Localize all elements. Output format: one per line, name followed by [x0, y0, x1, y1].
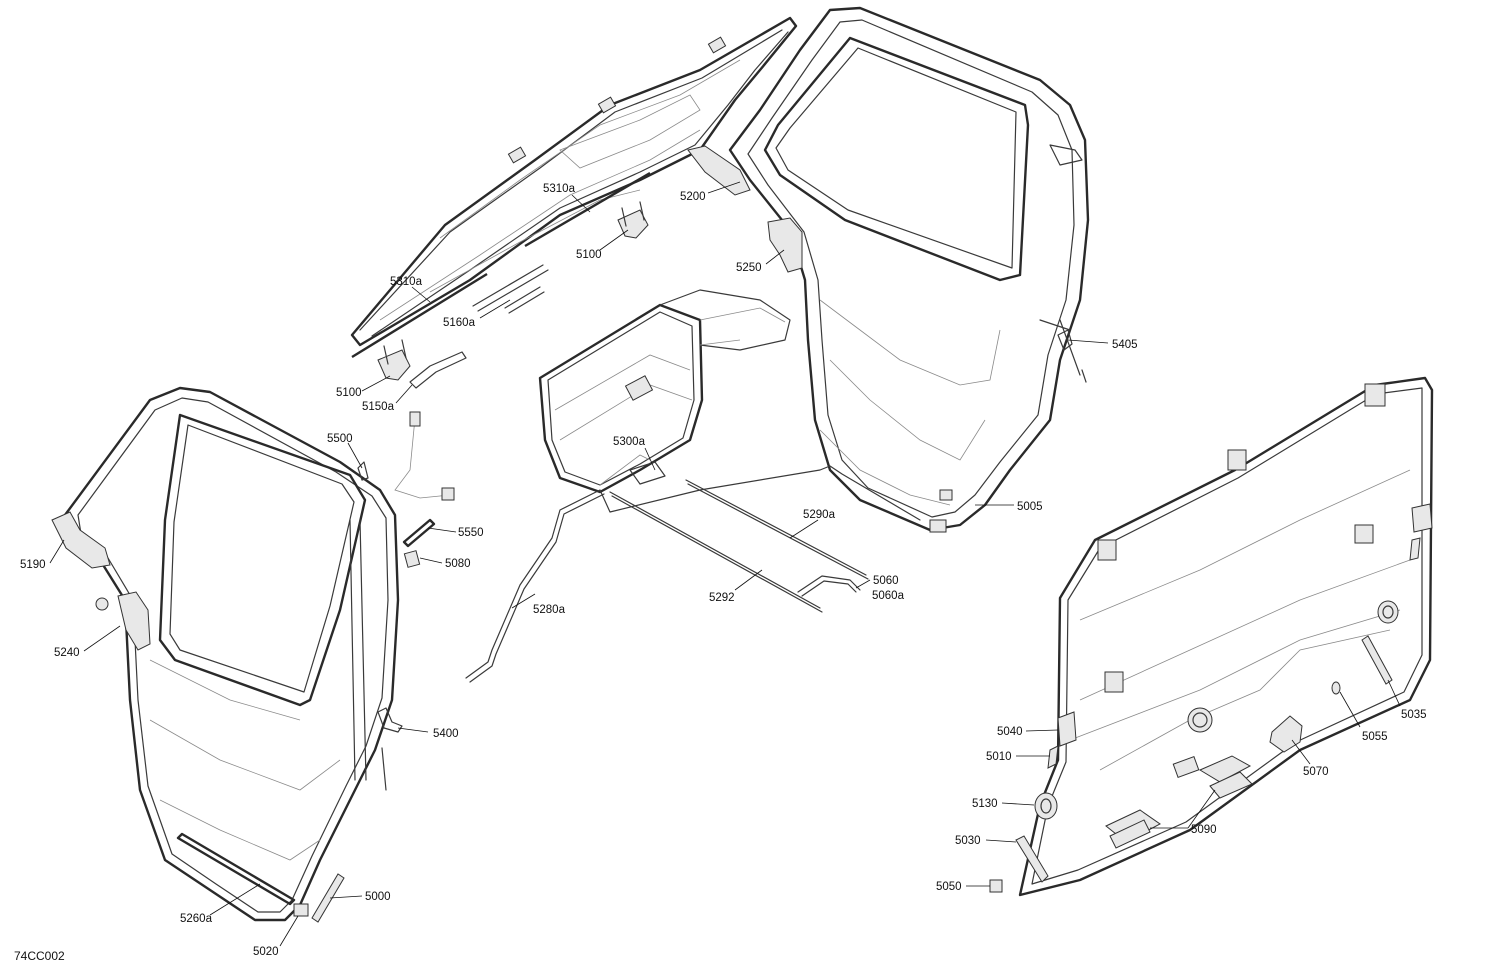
- hinge-5190: [51, 511, 111, 569]
- callout-5130: 5130: [972, 798, 998, 810]
- bumper-5050: [989, 879, 1003, 893]
- pad-5040: [1057, 711, 1077, 747]
- right-door-assembly: [728, 6, 1090, 533]
- clip-5010: [1047, 745, 1059, 769]
- callout-5090: 5090: [1191, 824, 1217, 836]
- callout-5035: 5035: [1401, 709, 1427, 721]
- clip-5150a: [409, 351, 467, 389]
- callout-5200: 5200: [680, 191, 706, 203]
- callout-5080: 5080: [445, 558, 471, 570]
- callout-5300a: 5300a: [613, 436, 646, 448]
- callout-5150a: 5150a: [362, 401, 395, 413]
- bracket-5200: [687, 145, 751, 196]
- callout-5240: 5240: [54, 647, 80, 659]
- callout-5290a: 5290a: [803, 509, 836, 521]
- bumper-5020: [293, 903, 309, 917]
- latch-5400: [377, 707, 403, 791]
- bracket-5090: [1105, 755, 1253, 849]
- callout-5550: 5550: [458, 527, 484, 539]
- bushing-rear-top: [1377, 600, 1399, 624]
- wire-harness: [394, 411, 455, 501]
- reference-code: 74CC002: [14, 949, 65, 963]
- callout-5020: 5020: [253, 946, 279, 958]
- callout-5310a-top: 5310a: [543, 183, 576, 195]
- pad-5240: [95, 591, 151, 651]
- callout-5405: 5405: [1112, 339, 1138, 351]
- callout-5100-left: 5100: [336, 387, 362, 399]
- strip-5035: [1361, 635, 1393, 685]
- callout-5000: 5000: [365, 891, 391, 903]
- callout-5050: 5050: [936, 881, 962, 893]
- pad-5250: [767, 217, 803, 273]
- callout-5400: 5400: [433, 728, 459, 740]
- roof-trim-strips: [351, 171, 651, 359]
- seal-5260a: [176, 832, 296, 906]
- callout-5310a-left: 5310a: [390, 276, 423, 288]
- rod-5060: [797, 575, 861, 597]
- latch-5405: [1057, 329, 1073, 351]
- callout-5260a: 5260a: [180, 913, 213, 925]
- bumper-5080: [403, 550, 421, 568]
- callout-5500: 5500: [327, 433, 353, 445]
- callout-5190: 5190: [20, 559, 46, 571]
- rod-5280a: [465, 465, 921, 683]
- callout-5030: 5030: [955, 835, 981, 847]
- roof-hinge-top: [617, 201, 649, 239]
- rear-panel-assembly: [1018, 376, 1434, 897]
- callout-5292: 5292: [709, 592, 735, 604]
- roof-frame-assembly: [350, 16, 798, 347]
- leader-lines: [49, 181, 1401, 947]
- callout-5040: 5040: [997, 726, 1023, 738]
- strip-5030: [1015, 835, 1049, 883]
- strip-5550: [402, 518, 436, 548]
- clip-5055: [1331, 681, 1341, 695]
- strip-5000: [311, 873, 345, 923]
- callout-5010: 5010: [986, 751, 1012, 763]
- rod-5290a: [685, 479, 869, 580]
- left-door-assembly: [63, 386, 400, 922]
- center-storage-box: [538, 289, 791, 494]
- callout-5100-top: 5100: [576, 249, 602, 261]
- rod-5292: [609, 491, 823, 613]
- callout-5060: 5060: [873, 575, 899, 587]
- callout-5070: 5070: [1303, 766, 1329, 778]
- callout-5160a: 5160a: [443, 317, 476, 329]
- callout-5250: 5250: [736, 262, 762, 274]
- clip-5500: [357, 461, 369, 481]
- callout-5005: 5005: [1017, 501, 1043, 513]
- callout-5060a: 5060a: [872, 590, 905, 602]
- callout-5280a: 5280a: [533, 604, 566, 616]
- roof-hinge-left: [377, 339, 411, 381]
- callout-5055: 5055: [1362, 731, 1388, 743]
- callout-labels: 5310a 5310a 5100 5100 5160a 5150a 5200 5…: [20, 183, 1427, 958]
- bushing-5130: [1034, 792, 1058, 820]
